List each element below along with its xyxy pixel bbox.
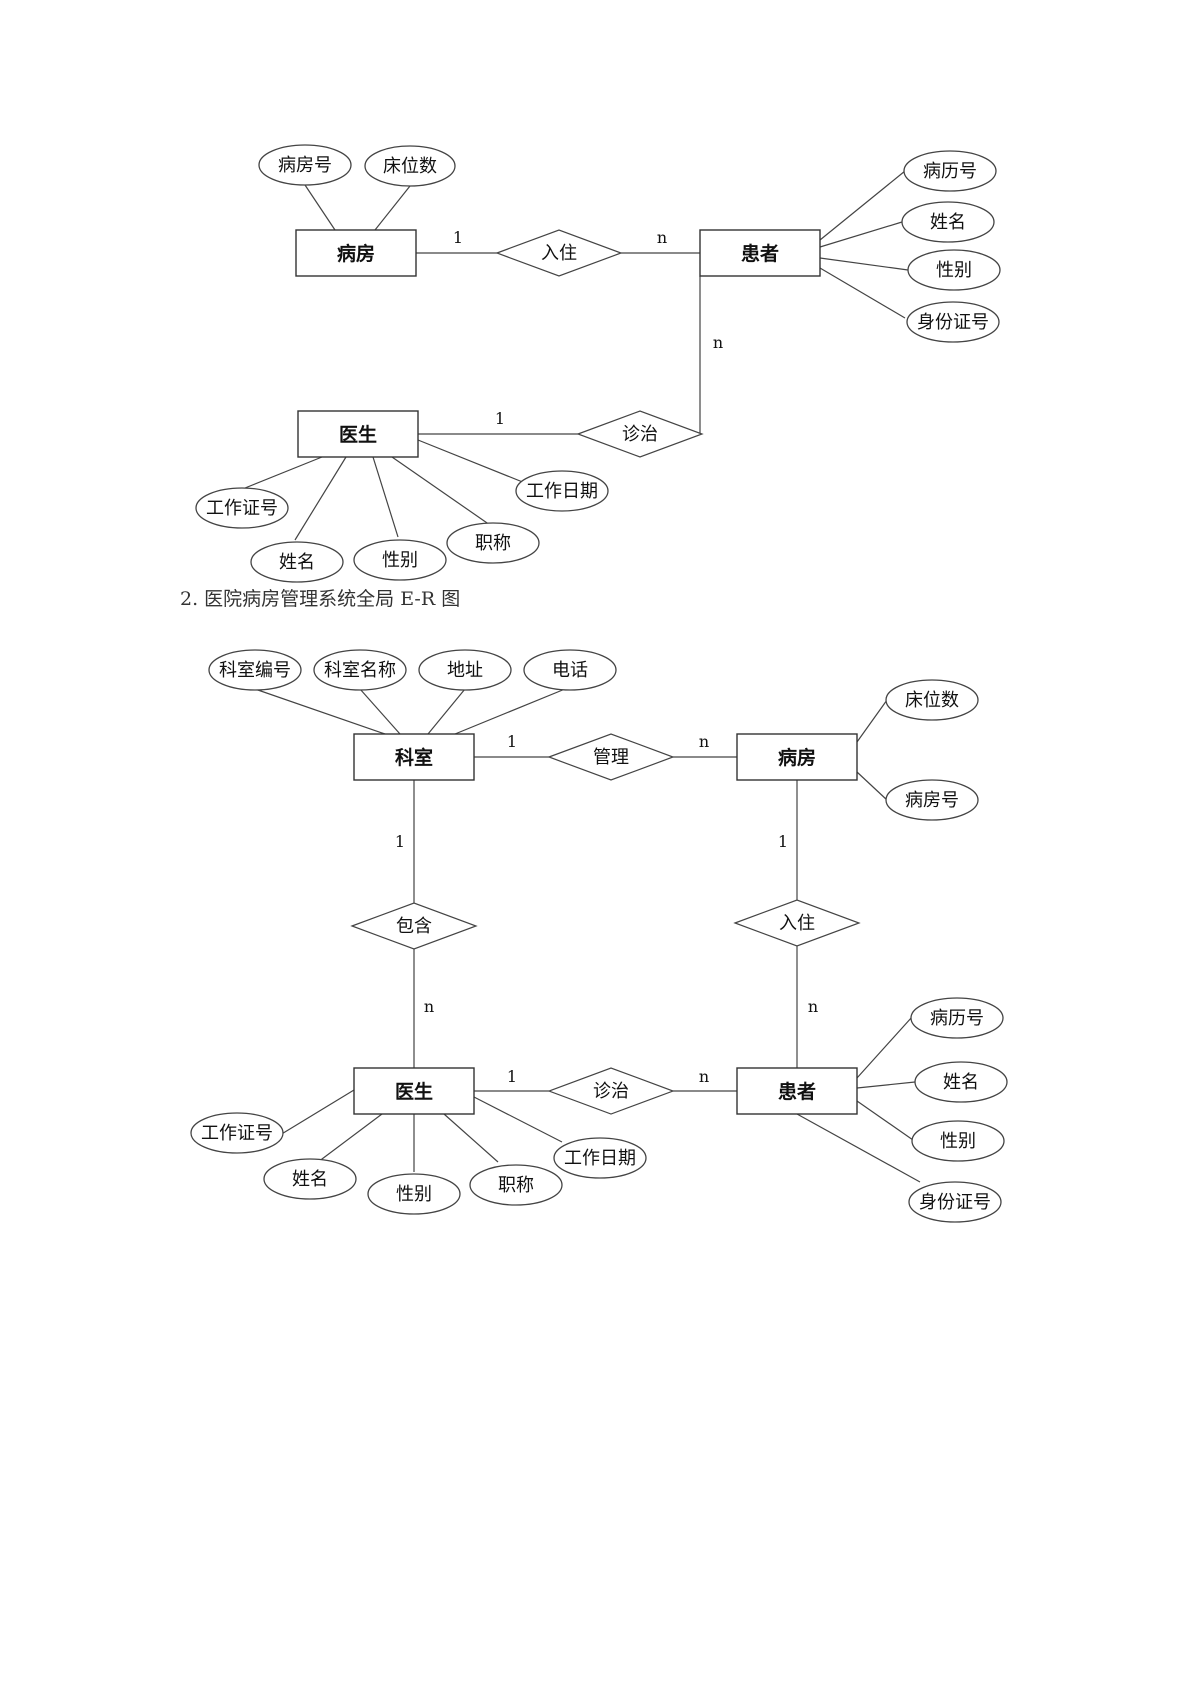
cardinality-label: 1 bbox=[495, 409, 505, 428]
attr-ward-no-label: 病房号 bbox=[278, 155, 332, 176]
attr-patient-gender-label: 性别 bbox=[936, 260, 972, 281]
attr-id-no: 身份证号 bbox=[906, 301, 1000, 343]
attr-patient-name-label: 姓名 bbox=[943, 1072, 979, 1093]
diagram-1: 病房 患者 医生 入住 诊治 病房号 床位数 bbox=[195, 144, 1001, 583]
entity-patient: 患者 bbox=[736, 1067, 858, 1115]
attr-patient-name: 姓名 bbox=[901, 201, 995, 243]
attr-dept-no-label: 科室编号 bbox=[219, 660, 291, 681]
attr-patient-gender-label: 性别 bbox=[940, 1131, 976, 1152]
relation-treat: 诊治 bbox=[576, 410, 704, 458]
cardinality-label: n bbox=[699, 1067, 709, 1086]
relation-admit: 入住 bbox=[495, 229, 623, 277]
relation-treat-label: 诊治 bbox=[593, 1081, 629, 1102]
cardinality-label: 1 bbox=[395, 832, 405, 851]
attr-title: 职称 bbox=[469, 1164, 563, 1206]
attr-work-date-label: 工作日期 bbox=[564, 1148, 636, 1169]
cardinality-label: 1 bbox=[778, 832, 788, 851]
entity-doctor-label: 医生 bbox=[339, 423, 377, 446]
attr-work-id: 工作证号 bbox=[195, 487, 289, 529]
attr-record-no: 病历号 bbox=[910, 997, 1004, 1039]
entity-patient-label: 患者 bbox=[741, 242, 779, 265]
attr-work-id: 工作证号 bbox=[190, 1112, 284, 1154]
entity-patient-label: 患者 bbox=[778, 1080, 816, 1103]
entity-doctor: 医生 bbox=[353, 1067, 475, 1115]
diagram-2: 科室 病房 医生 患者 管理 包含 入住 诊治 bbox=[190, 649, 1008, 1223]
relation-contain: 包含 bbox=[350, 902, 478, 950]
attr-work-date: 工作日期 bbox=[553, 1137, 647, 1179]
cardinality-label: n bbox=[657, 228, 667, 247]
attr-doctor-name-label: 姓名 bbox=[292, 1169, 328, 1190]
attr-beds: 床位数 bbox=[885, 679, 979, 721]
cardinality-label: n bbox=[713, 333, 723, 352]
entity-patient: 患者 bbox=[699, 229, 821, 277]
relation-admit: 入住 bbox=[733, 899, 861, 947]
attr-address-label: 地址 bbox=[447, 660, 483, 681]
entity-doctor: 医生 bbox=[297, 410, 419, 458]
attr-title-label: 职称 bbox=[475, 533, 511, 554]
attr-id-no: 身份证号 bbox=[908, 1181, 1002, 1223]
relation-admit-label: 入住 bbox=[541, 243, 577, 264]
attr-work-date: 工作日期 bbox=[515, 470, 609, 512]
attr-ward-no: 病房号 bbox=[258, 144, 352, 186]
entity-ward: 病房 bbox=[736, 733, 858, 781]
attr-patient-name-label: 姓名 bbox=[930, 212, 966, 233]
entity-ward-label: 病房 bbox=[778, 746, 816, 769]
attr-work-id-label: 工作证号 bbox=[201, 1123, 273, 1144]
relation-contain-label: 包含 bbox=[396, 916, 432, 937]
attr-address: 地址 bbox=[418, 649, 512, 691]
attr-title-label: 职称 bbox=[498, 1175, 534, 1196]
attr-beds: 床位数 bbox=[364, 145, 456, 187]
attr-work-id-label: 工作证号 bbox=[206, 498, 278, 519]
cardinality-label: n bbox=[808, 997, 818, 1016]
attr-phone: 电话 bbox=[523, 649, 617, 691]
attr-work-date-label: 工作日期 bbox=[526, 481, 598, 502]
attr-patient-gender: 性别 bbox=[911, 1120, 1005, 1162]
attr-dept-name: 科室名称 bbox=[313, 649, 407, 691]
diagram-1-lines bbox=[239, 170, 909, 541]
diagram-2-lines bbox=[254, 688, 921, 1183]
relation-manage: 管理 bbox=[547, 733, 675, 781]
cardinality-label: 1 bbox=[453, 228, 463, 247]
entity-doctor-label: 医生 bbox=[395, 1080, 433, 1103]
attr-record-no-label: 病历号 bbox=[930, 1008, 984, 1029]
relation-admit-label: 入住 bbox=[779, 913, 815, 934]
attr-record-no-label: 病历号 bbox=[923, 161, 977, 182]
attr-ward-no-label: 病房号 bbox=[905, 790, 959, 811]
cardinality-label: n bbox=[424, 997, 434, 1016]
attr-doctor-gender: 性别 bbox=[367, 1173, 461, 1215]
attr-doctor-gender-label: 性别 bbox=[396, 1184, 432, 1205]
attr-title: 职称 bbox=[446, 522, 540, 564]
attr-beds-label: 床位数 bbox=[905, 690, 959, 711]
attr-doctor-gender: 性别 bbox=[353, 539, 447, 581]
entity-ward-label: 病房 bbox=[337, 242, 375, 265]
relation-manage-label: 管理 bbox=[593, 747, 629, 768]
attr-patient-gender: 性别 bbox=[907, 249, 1001, 291]
attr-dept-no: 科室编号 bbox=[208, 649, 302, 691]
entity-dept: 科室 bbox=[353, 733, 475, 781]
attr-doctor-name: 姓名 bbox=[263, 1158, 357, 1200]
attr-dept-name-label: 科室名称 bbox=[324, 660, 396, 681]
entity-dept-label: 科室 bbox=[395, 746, 433, 769]
entity-ward: 病房 bbox=[295, 229, 417, 277]
attr-doctor-name-label: 姓名 bbox=[279, 552, 315, 573]
relation-treat: 诊治 bbox=[547, 1067, 675, 1115]
figure-caption: 2. 医院病房管理系统全局 E-R 图 bbox=[180, 588, 461, 610]
attr-record-no: 病历号 bbox=[903, 150, 997, 192]
attr-patient-name: 姓名 bbox=[914, 1061, 1008, 1103]
attr-doctor-gender-label: 性别 bbox=[382, 550, 418, 571]
attr-phone-label: 电话 bbox=[552, 660, 588, 681]
attr-id-no-label: 身份证号 bbox=[919, 1192, 991, 1213]
attr-doctor-name: 姓名 bbox=[250, 541, 344, 583]
attr-beds-label: 床位数 bbox=[383, 156, 437, 177]
cardinality-label: n bbox=[699, 732, 709, 751]
relation-treat-label: 诊治 bbox=[622, 424, 658, 445]
attr-ward-no: 病房号 bbox=[885, 779, 979, 821]
attr-id-no-label: 身份证号 bbox=[917, 312, 989, 333]
cardinality-label: 1 bbox=[507, 1067, 517, 1086]
cardinality-label: 1 bbox=[507, 732, 517, 751]
